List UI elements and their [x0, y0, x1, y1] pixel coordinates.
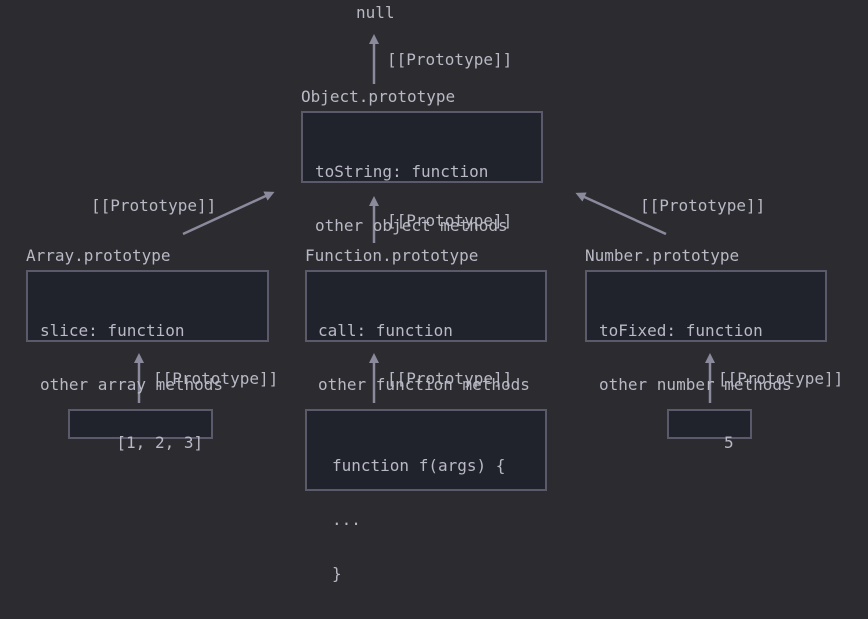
prototype-link-label-number: [[Prototype]]	[640, 196, 766, 215]
array-prototype-title: Array.prototype	[26, 246, 171, 265]
prototype-link-label-array-instance: [[Prototype]]	[153, 369, 279, 388]
array-prototype-line: other array methods	[40, 375, 224, 394]
prototype-link-label-function: [[Prototype]]	[387, 211, 513, 230]
prototype-link-label-number-instance: [[Prototype]]	[718, 369, 844, 388]
number-prototype-title: Number.prototype	[585, 246, 740, 265]
array-instance-value: [1, 2, 3]	[116, 433, 204, 452]
object-prototype-line: other object methods	[315, 216, 508, 235]
function-prototype-box: call: function other function methods	[305, 270, 547, 394]
function-prototype-title: Function.prototype	[305, 246, 479, 265]
array-instance-box: [1, 2, 3]	[68, 409, 213, 452]
arrow-number-proto-to-object	[575, 192, 667, 236]
number-instance-box: 5	[667, 409, 752, 452]
prototype-link-label-object: [[Prototype]]	[387, 50, 513, 69]
arrow-array-proto-to-object	[182, 191, 275, 236]
array-prototype-line: slice: function	[40, 321, 185, 340]
number-prototype-box: toFixed: function other number methods	[585, 270, 827, 394]
arrow-layer	[134, 34, 715, 403]
function-instance-line: ...	[332, 510, 361, 529]
function-instance-line: }	[332, 564, 342, 583]
object-prototype-box: toString: function other object methods	[301, 111, 543, 235]
function-instance-box: function f(args) { ... }	[305, 409, 547, 583]
function-prototype-line: other function methods	[318, 375, 530, 394]
number-prototype-line: other number methods	[599, 375, 792, 394]
function-instance-line: function f(args) {	[332, 456, 506, 475]
prototype-diagram: null [[Prototype]] [[Prototype]] [[Proto…	[26, 3, 844, 583]
number-prototype-line: toFixed: function	[599, 321, 763, 340]
object-prototype-title: Object.prototype	[301, 87, 456, 106]
function-prototype-line: call: function	[318, 321, 453, 340]
prototype-link-label-function-instance: [[Prototype]]	[387, 369, 513, 388]
number-instance-value: 5	[723, 433, 734, 452]
array-prototype-box: slice: function other array methods	[26, 270, 269, 394]
prototype-link-label-array: [[Prototype]]	[91, 196, 217, 215]
object-prototype-line: toString: function	[315, 162, 489, 181]
null-label: null	[356, 3, 395, 22]
